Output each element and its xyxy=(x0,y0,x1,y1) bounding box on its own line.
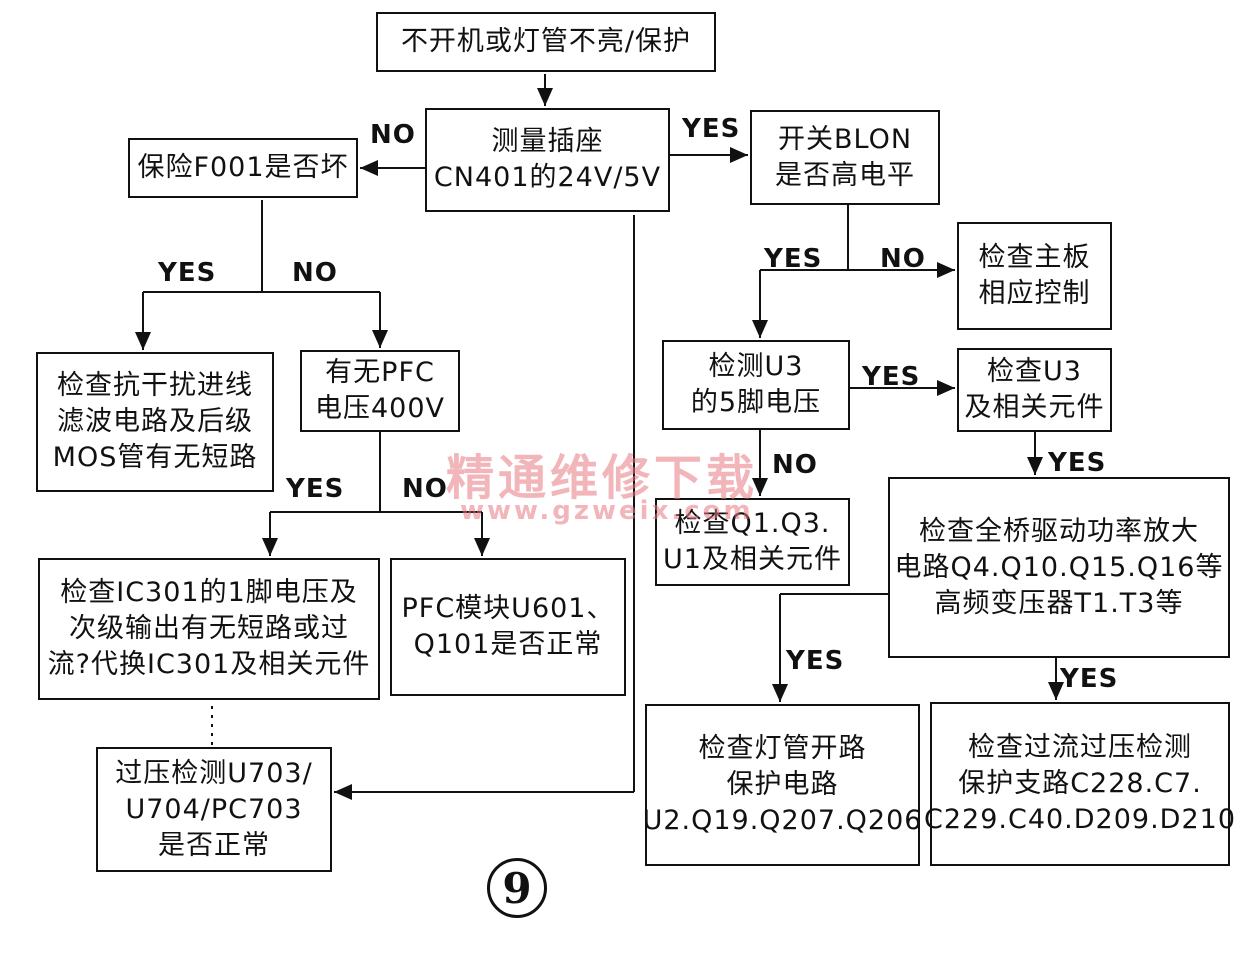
pfc-module-line-1: PFC模块U601、 xyxy=(401,593,615,624)
filter-line-3: MOS管有无短路 xyxy=(52,442,258,473)
q1q3-line-1: 检查Q1.Q3. xyxy=(674,508,831,539)
overvoltage-line-2: U704/PC703 xyxy=(125,793,303,825)
mainboard-line-1: 检查主板 xyxy=(978,242,1091,273)
mainboard-line-2: 相应控制 xyxy=(978,278,1091,309)
label-yes-u3: YES xyxy=(764,244,823,274)
u3-pin5-box: 检测U3 的5脚电压 xyxy=(662,340,850,430)
watermark-url: www.gzweix.com xyxy=(460,496,754,526)
filter-line-1: 检查抗干扰进线 xyxy=(57,370,253,401)
q1q3-box: 检查Q1.Q3. U1及相关元件 xyxy=(655,498,850,586)
bridge-line-2: 电路Q4.Q10.Q15.Q16等 xyxy=(894,551,1224,583)
watermark-title: 精通维修下载 xyxy=(446,450,759,506)
label-yes-ic301: YES xyxy=(286,474,345,504)
label-no-mainboard: NO xyxy=(880,244,926,274)
overvoltage-line-1: 过压检测U703/ xyxy=(115,757,313,789)
lamp-protect-box: 检查灯管开路 保护电路 U2.Q19.Q207.Q206 xyxy=(642,704,923,866)
u3-pin5-line-1: 检测U3 xyxy=(708,351,804,382)
label-no-fuse-pfc: NO xyxy=(292,258,338,288)
ic301-line-2: 次级输出有无短路或过 xyxy=(69,613,349,644)
label-yes-overcurrent: YES xyxy=(1060,664,1119,694)
label-yes-check-u3: YES xyxy=(862,362,921,392)
label-no-fuse: NO xyxy=(370,120,416,150)
filter-line-2: 滤波电路及后级 xyxy=(57,406,253,437)
start-box: 不开机或灯管不亮/保护 xyxy=(376,12,716,72)
overcurrent-line-1: 检查过流过压检测 xyxy=(968,732,1192,763)
filter-box: 检查抗干扰进线 滤波电路及后级 MOS管有无短路 xyxy=(36,352,274,492)
overcurrent-box: 检查过流过压检测 保护支路C228.C7. C229.C40.D209.D210 xyxy=(924,702,1235,866)
pfc-voltage-line-1: 有无PFC xyxy=(325,357,435,388)
ic301-line-3: 流?代换IC301及相关元件 xyxy=(47,649,371,680)
lamp-protect-line-1: 检查灯管开路 xyxy=(698,733,867,764)
lamp-protect-line-2: 保护电路 xyxy=(726,769,839,800)
blon-box: 开关BLON 是否高电平 xyxy=(750,110,940,205)
label-yes-blon: YES xyxy=(682,114,741,144)
ic301-box: 检查IC301的1脚电压及 次级输出有无短路或过 流?代换IC301及相关元件 xyxy=(38,558,380,700)
measure-line-1: 测量插座 xyxy=(491,126,604,157)
overcurrent-line-3: C229.C40.D209.D210 xyxy=(924,804,1236,835)
measure-line-2: CN401的24V/5V xyxy=(433,162,662,193)
check-u3-line-2: 及相关元件 xyxy=(964,392,1105,423)
fuse-line-1: 保险F001是否坏 xyxy=(137,152,349,183)
start-line-1: 不开机或灯管不亮/保护 xyxy=(400,26,692,57)
pfc-voltage-box: 有无PFC 电压400V xyxy=(300,350,460,432)
check-u3-box: 检查U3 及相关元件 xyxy=(957,348,1112,432)
bridge-box: 检查全桥驱动功率放大 电路Q4.Q10.Q15.Q16等 高频变压器T1.T3等 xyxy=(888,477,1230,658)
label-yes-lamp: YES xyxy=(786,646,845,676)
pfc-module-box: PFC模块U601、 Q101是否正常 xyxy=(390,558,626,696)
q1q3-line-2: U1及相关元件 xyxy=(663,544,842,575)
blon-line-2: 是否高电平 xyxy=(775,159,915,191)
lamp-protect-line-3: U2.Q19.Q207.Q206 xyxy=(642,805,923,836)
overvoltage-box: 过压检测U703/ U704/PC703 是否正常 xyxy=(96,747,332,872)
fuse-box: 保险F001是否坏 xyxy=(128,138,358,198)
bridge-line-1: 检查全桥驱动功率放大 xyxy=(919,515,1199,547)
overvoltage-line-3: 是否正常 xyxy=(158,829,270,861)
pfc-voltage-line-2: 电压400V xyxy=(314,393,445,424)
u3-pin5-line-2: 的5脚电压 xyxy=(690,387,822,418)
bridge-line-3: 高频变压器T1.T3等 xyxy=(934,587,1184,619)
ic301-line-1: 检查IC301的1脚电压及 xyxy=(60,577,358,608)
check-u3-line-1: 检查U3 xyxy=(987,356,1082,387)
mainboard-box: 检查主板 相应控制 xyxy=(957,222,1112,330)
label-yes-bridge: YES xyxy=(1048,448,1107,478)
figure-number: 9 xyxy=(487,858,547,918)
label-yes-fuse: YES xyxy=(158,258,217,288)
blon-line-1: 开关BLON xyxy=(777,123,913,155)
label-no-q1q3: NO xyxy=(772,450,818,480)
overcurrent-line-2: 保护支路C228.C7. xyxy=(958,768,1202,799)
pfc-module-line-2: Q101是否正常 xyxy=(413,629,603,660)
label-no-pfc-module: NO xyxy=(402,474,448,504)
measure-box: 测量插座 CN401的24V/5V xyxy=(425,108,670,212)
